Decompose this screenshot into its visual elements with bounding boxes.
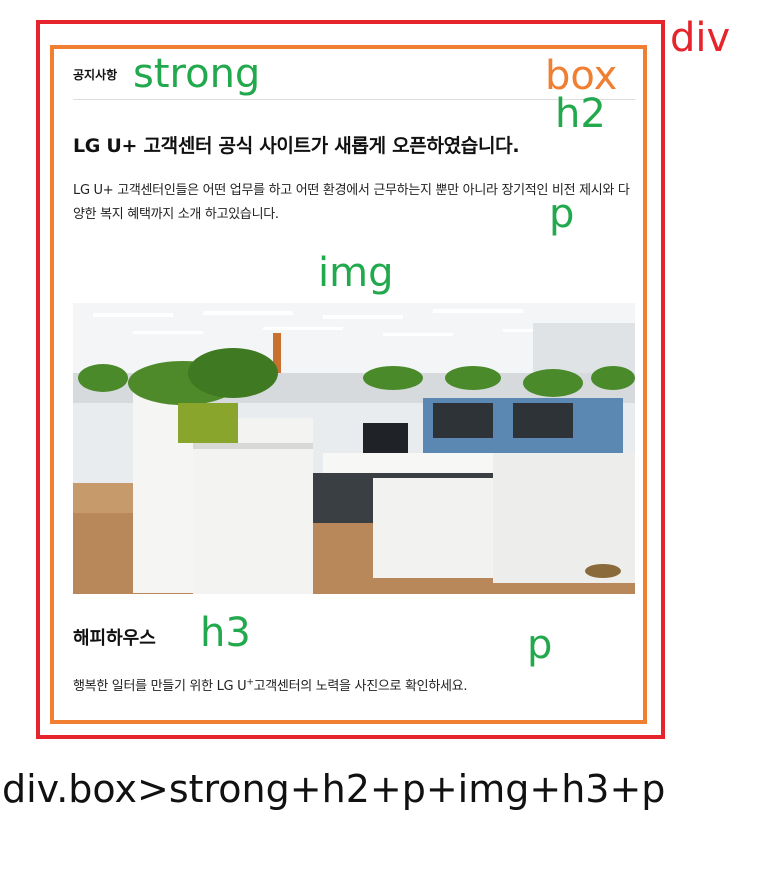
section-heading: 해피하우스 [73, 628, 156, 649]
label-p-top: p [549, 191, 575, 237]
notice-strong: 공지사항 [73, 68, 118, 82]
caption-text-end: 고객센터의 노력을 사진으로 확인하세요. [253, 679, 468, 694]
label-h3: h3 [200, 610, 251, 656]
section-paragraph: 행복한 일터를 만들기 위한 LG U+고객센터의 노력을 사진으로 확인하세요… [73, 675, 467, 694]
label-div: div [670, 15, 731, 61]
box-outline [50, 45, 647, 724]
label-p-bottom: p [527, 622, 553, 668]
caption-text-start: 행복한 일터를 만들기 위한 LG U [73, 679, 247, 694]
office-photo [73, 303, 635, 594]
notice-paragraph: LG U+ 고객센터인들은 어떤 업무를 하고 어떤 환경에서 근무하는지 뿐만… [73, 183, 630, 222]
caption-superscript: + [246, 677, 254, 688]
emmet-selector: div.box>strong+h2+p+img+h3+p [2, 767, 666, 811]
outer-div-outline [36, 20, 665, 739]
notice-heading: LG U+ 고객센터 공식 사이트가 새롭게 오픈하였습니다. [73, 135, 520, 157]
label-img: img [318, 250, 394, 296]
label-strong: strong [133, 51, 261, 97]
label-h2: h2 [555, 91, 606, 137]
label-box: box [545, 53, 618, 99]
divider [73, 99, 635, 100]
